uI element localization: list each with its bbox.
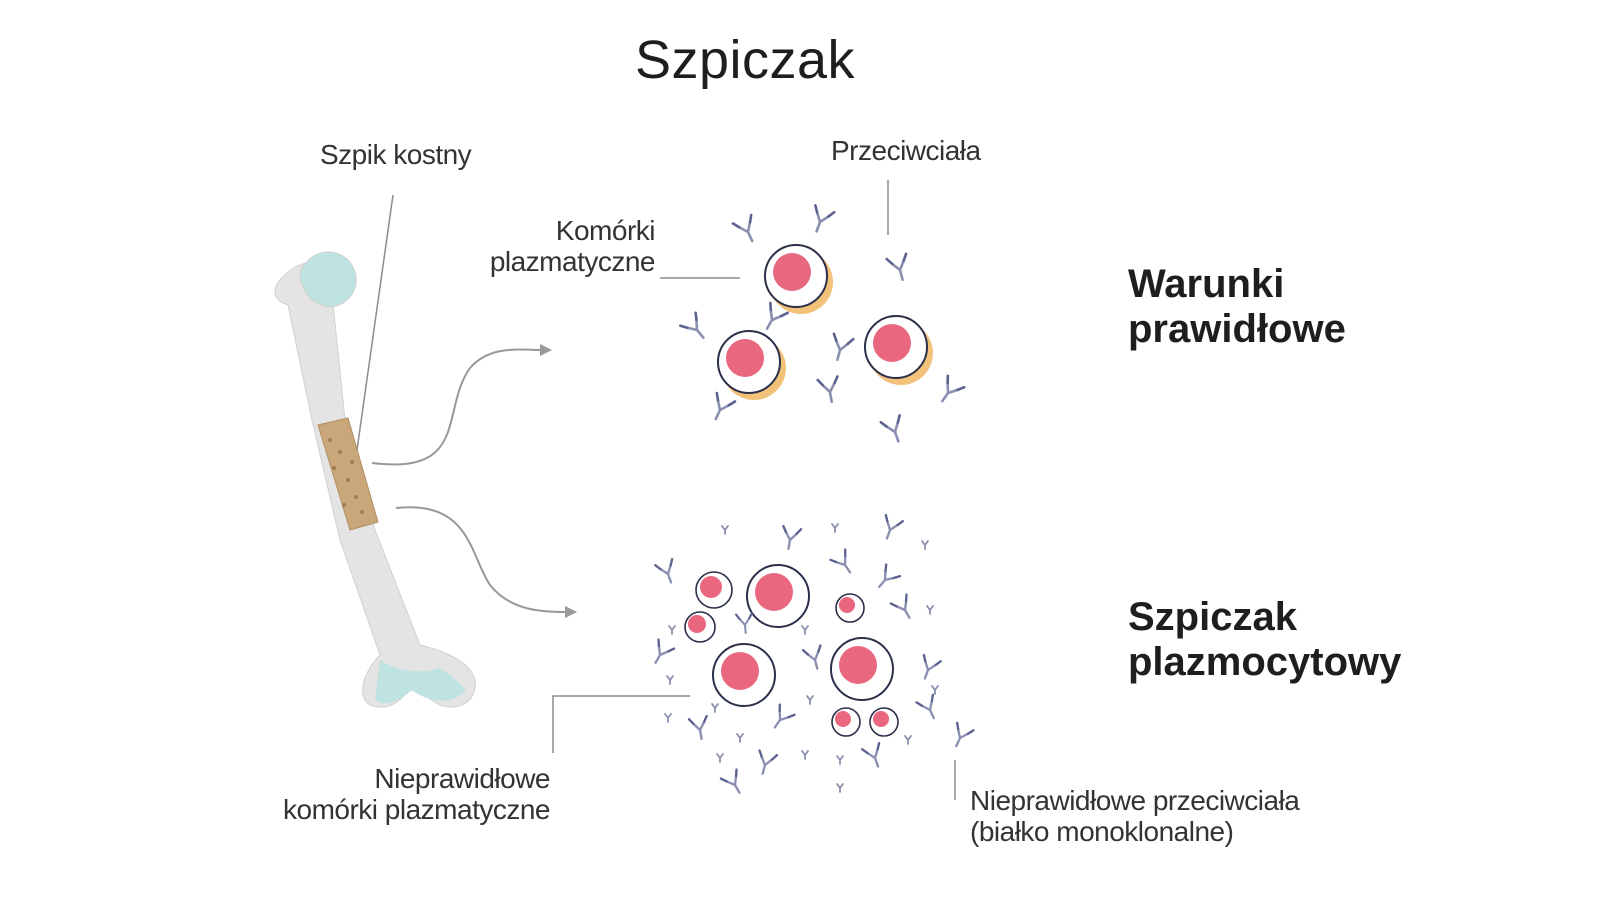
plasma-cells-label: Komórki plazmatyczne	[489, 215, 656, 278]
normal-conditions-heading: Warunki prawidłowe	[1128, 262, 1346, 351]
myeloma-heading: Szpiczak plazmocytowy	[1128, 595, 1402, 684]
abnormal-plasma-cells-label: Nieprawidłowe komórki plazmatyczne	[283, 763, 550, 826]
bone-marrow-label: Szpik kostny	[320, 139, 472, 170]
myeloma-cells	[684, 564, 899, 737]
normal-plasma-cells	[717, 244, 933, 400]
normal-antibodies	[679, 204, 966, 447]
page-title: Szpiczak	[634, 30, 856, 90]
antibody-fragments	[664, 523, 939, 793]
leader-lines	[356, 180, 956, 800]
myeloma-antibodies	[646, 513, 975, 799]
antibodies-label: Przeciwciała	[831, 135, 981, 166]
arrow-head-icon	[540, 344, 552, 356]
abnormal-antibodies-label: Nieprawidłowe przeciwciała (białko monok…	[970, 785, 1300, 848]
bone-icon	[274, 251, 476, 708]
arrow-icons	[371, 348, 566, 613]
arrow-head-icon	[565, 606, 577, 618]
